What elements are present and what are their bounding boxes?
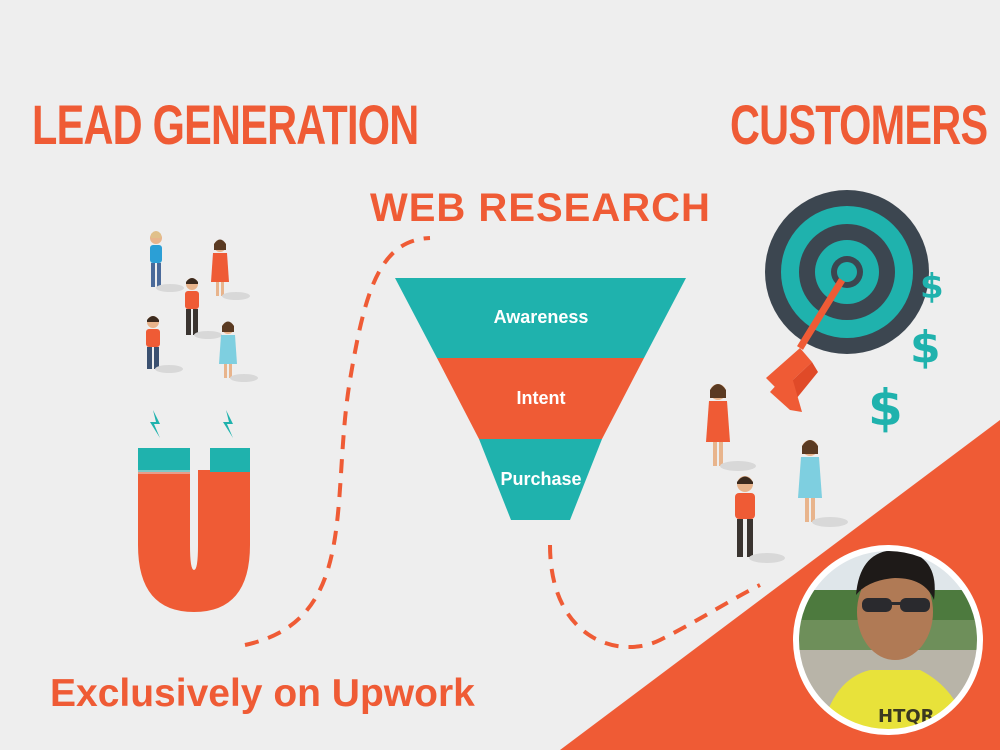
svg-text:HTQR: HTQR: [878, 706, 935, 727]
profile-photo-border: [793, 545, 983, 735]
people-icon: [706, 384, 848, 563]
spark-icon: [223, 410, 233, 438]
spark-icon: [150, 410, 160, 438]
person-figure: [146, 316, 183, 373]
dashed-path-right: [548, 544, 761, 649]
person-figure: [185, 278, 222, 339]
arrow-icon: [766, 278, 845, 412]
dollar-icon: $ $ $: [868, 267, 944, 437]
funnel-stage-awareness: Awareness: [493, 307, 589, 327]
target-icon: [765, 190, 929, 354]
person-figure: [150, 231, 184, 292]
person-figure: [706, 384, 756, 471]
person-figure: [211, 239, 250, 300]
svg-text:$: $: [920, 267, 944, 307]
person-figure: [219, 321, 258, 382]
funnel-icon: [395, 278, 686, 520]
customers-title: CUSTOMERS: [730, 93, 988, 156]
lead-generation-title: LEAD GENERATION: [32, 93, 419, 156]
upwork-tagline: Exclusively on Upwork: [50, 672, 475, 715]
person-figure: [798, 440, 848, 527]
funnel-stage-intent: Intent: [516, 388, 566, 408]
magnet-icon: [138, 410, 250, 612]
people-icon: [146, 231, 258, 382]
svg-text:$: $: [910, 322, 941, 373]
person-figure: [735, 476, 785, 563]
dashed-path-left: [244, 236, 431, 647]
web-research-title: WEB RESEARCH: [370, 186, 711, 230]
svg-text:$: $: [868, 379, 903, 437]
funnel-stage-purchase: Purchase: [500, 469, 582, 489]
